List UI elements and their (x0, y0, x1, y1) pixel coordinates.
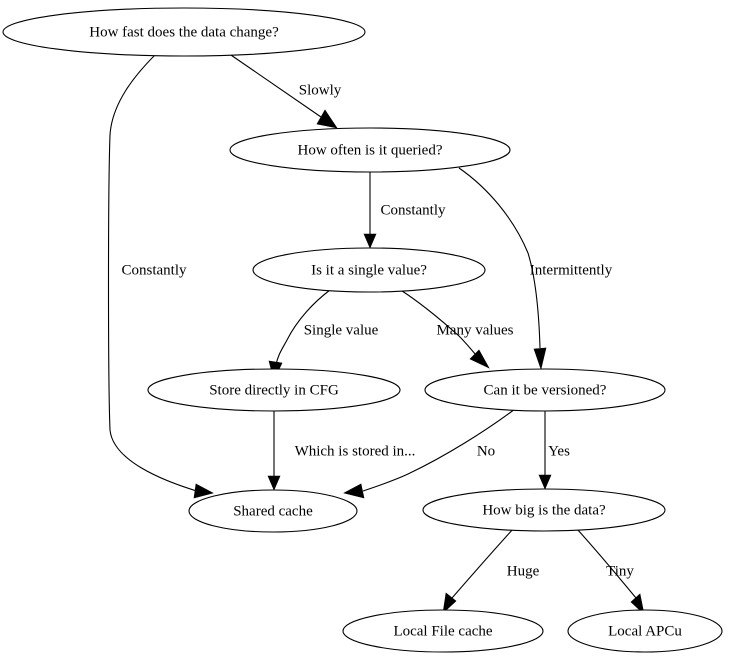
node-shape-how_often[interactable] (229, 127, 511, 173)
edge-arrowhead-e_tiny (630, 593, 645, 615)
node-shape-local_apcu[interactable] (567, 609, 723, 653)
node-store_cfg[interactable]: Store directly in CFG (147, 368, 401, 412)
edge-label-e_slowly: Slowly (299, 82, 342, 98)
node-label-how_often: How often is it queried? (298, 142, 443, 158)
edge-e_slowly (227, 52, 338, 129)
edge-arrowhead-e_which_stored (267, 475, 281, 491)
edge-e_many_values (398, 288, 490, 369)
node-local_file[interactable]: Local File cache (342, 609, 544, 653)
edge-arrowhead-e_no (343, 483, 365, 499)
node-versioned[interactable]: Can it be versioned? (424, 368, 666, 412)
node-label-local_apcu: Local APCu (608, 623, 682, 639)
edge-label-e_constantly_often: Constantly (380, 202, 446, 218)
edge-e_intermittently (458, 167, 547, 371)
edge-arrowhead-e_intermittently (533, 347, 547, 371)
edge-e_no (343, 408, 516, 499)
edge-path-e_single_value (275, 289, 331, 366)
edge-path-e_slowly (227, 52, 322, 118)
node-how_often[interactable]: How often is it queried? (229, 127, 511, 173)
node-shape-local_file[interactable] (342, 609, 544, 653)
edge-label-e_many_values: Many values (436, 322, 513, 338)
node-label-local_file: Local File cache (393, 623, 492, 639)
node-shape-store_cfg[interactable] (147, 368, 401, 412)
node-shape-single_value[interactable] (252, 247, 486, 293)
edge-arrowhead-e_constantly_root (193, 483, 214, 499)
edge-e_which_stored (267, 411, 281, 491)
edge-path-e_constantly_root (107, 54, 201, 493)
node-label-versioned: Can it be versioned? (484, 382, 607, 398)
edge-path-e_intermittently (458, 167, 541, 349)
edge-e_constantly_root (107, 54, 214, 499)
node-label-shared_cache: Shared cache (233, 503, 313, 519)
node-shared_cache[interactable]: Shared cache (188, 489, 358, 533)
edge-label-e_constantly_root: Constantly (121, 262, 187, 278)
edge-e_constantly_often (363, 172, 377, 249)
edge-label-e_intermittently: Intermittently (530, 262, 613, 278)
edge-arrowhead-e_huge (442, 592, 457, 614)
edge-path-e_many_values (398, 288, 477, 356)
edge-path-e_huge (451, 528, 514, 599)
node-how_big[interactable]: How big is the data? (422, 488, 666, 532)
edge-e_tiny (576, 528, 645, 615)
edge-label-e_single_value: Single value (304, 322, 379, 338)
edge-label-e_huge: Huge (507, 563, 540, 579)
nodes-layer: How fast does the data change? How often … (2, 7, 723, 653)
edge-label-e_tiny: Tiny (606, 563, 634, 579)
edge-e_yes (538, 411, 552, 490)
node-label-store_cfg: Store directly in CFG (209, 382, 339, 398)
edge-label-e_which_stored: Which is stored in... (295, 443, 416, 459)
edge-arrowhead-e_many_values (469, 349, 490, 369)
edges-layer (107, 52, 645, 615)
node-local_apcu[interactable]: Local APCu (567, 609, 723, 653)
node-single_value[interactable]: Is it a single value? (252, 247, 486, 293)
node-shape-shared_cache[interactable] (188, 489, 358, 533)
edge-e_huge (442, 528, 514, 614)
edge-path-e_no (362, 408, 516, 492)
node-label-how_big: How big is the data? (482, 502, 606, 518)
edge-label-e_no: No (477, 443, 495, 459)
node-shape-versioned[interactable] (424, 368, 666, 412)
node-label-single_value: Is it a single value? (311, 262, 427, 278)
node-shape-how_big[interactable] (422, 488, 666, 532)
edge-labels-layer: ConstantlySlowlyConstantlyIntermittently… (121, 82, 634, 579)
node-label-data_change: How fast does the data change? (89, 24, 279, 40)
edge-arrowhead-e_constantly_often (363, 233, 377, 249)
edge-arrowhead-e_yes (538, 474, 552, 490)
edge-label-e_yes: Yes (548, 443, 570, 459)
node-shape-data_change[interactable] (2, 7, 366, 57)
edge-path-e_tiny (576, 528, 637, 599)
node-data_change[interactable]: How fast does the data change? (2, 7, 366, 57)
edge-arrowhead-e_slowly (316, 109, 338, 129)
